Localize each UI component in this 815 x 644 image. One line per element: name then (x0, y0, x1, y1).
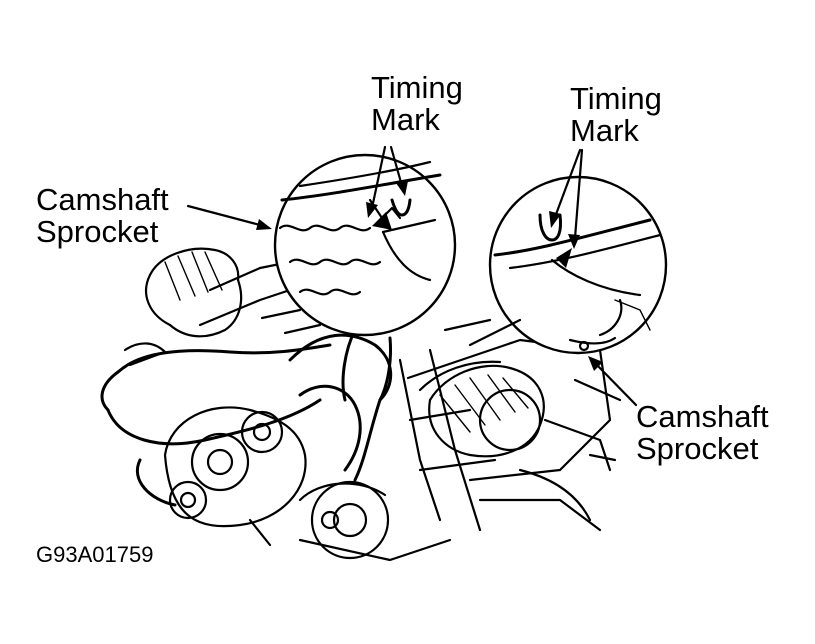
camshaft-sprocket-right-label: Camshaft Sprocket (636, 401, 769, 465)
timing-mark-right-label: Timing Mark (570, 83, 662, 147)
figure-code: G93A01759 (36, 542, 154, 567)
camshaft-sprocket-right-line2: Sprocket (636, 431, 759, 466)
leader-arrows (186, 145, 638, 407)
camshaft-sprocket-left-line1: Camshaft (36, 182, 169, 217)
timing-mark-right-line1: Timing (570, 81, 662, 116)
left-detail-circle (260, 153, 457, 337)
camshaft-sprocket-left-label: Camshaft Sprocket (36, 184, 169, 248)
camshaft-sprocket-left-line2: Sprocket (36, 214, 159, 249)
timing-mark-left-line2: Mark (371, 102, 440, 137)
timing-mark-left-line1: Timing (371, 70, 463, 105)
camshaft-sprocket-right-line1: Camshaft (636, 399, 769, 434)
engine-block (100, 247, 622, 562)
right-detail-circle (443, 175, 668, 355)
timing-mark-right-line2: Mark (570, 113, 639, 148)
timing-mark-left-label: Timing Mark (371, 72, 463, 136)
